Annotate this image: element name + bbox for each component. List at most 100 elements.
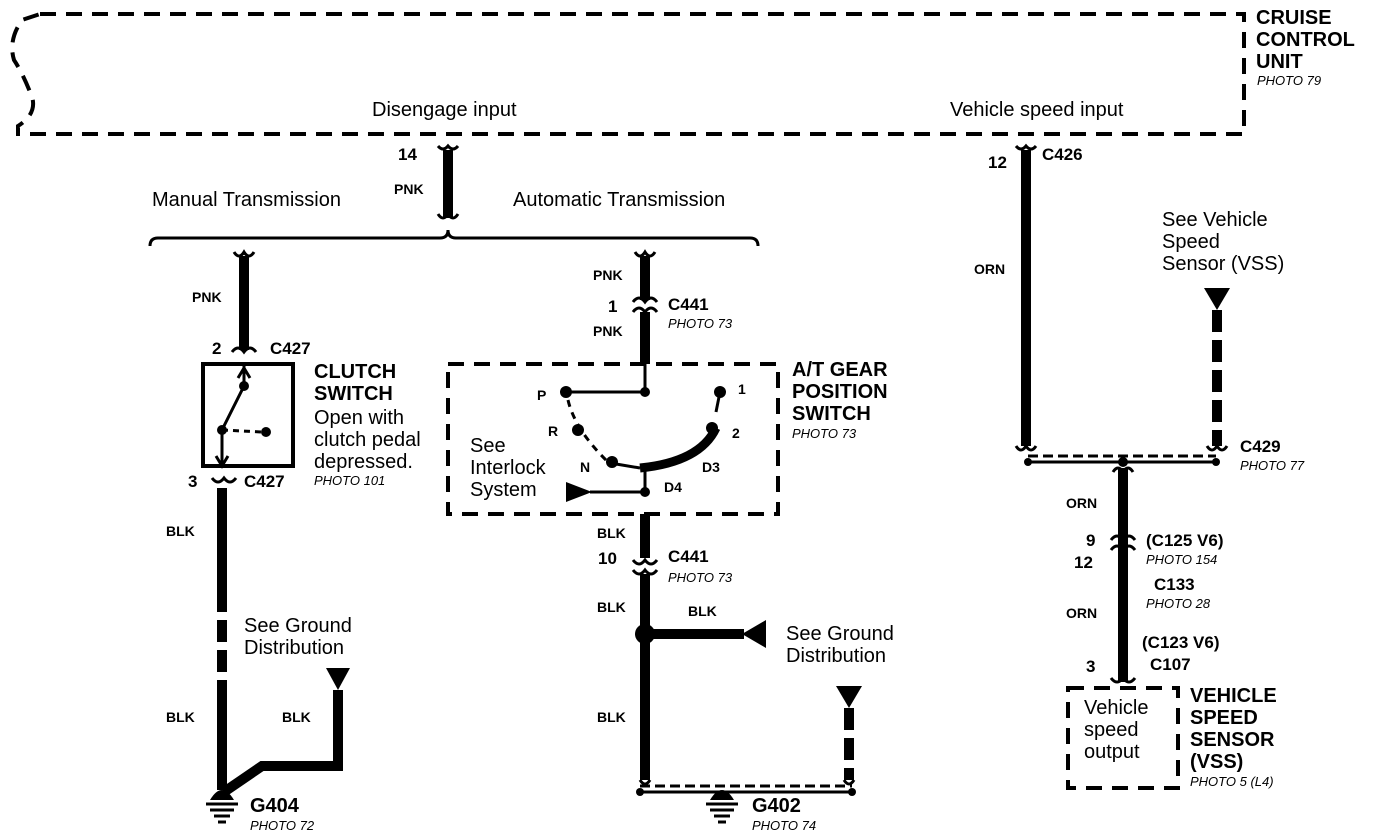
clutch-switch-desc-1: Open with [314,407,404,429]
cruise-unit-photo: PHOTO 79 [1257,73,1321,88]
c107-label: C107 [1150,655,1191,674]
c133-photo: PHOTO 28 [1146,596,1211,611]
vss-box-2: speed [1084,719,1139,741]
g404-ground-icon [206,790,238,824]
cruise-unit-name-1: CRUISE [1256,7,1332,29]
disengage-input-label: Disengage input [372,99,517,121]
c441-top-connector-2 [631,306,659,315]
auto-wire-pnk-2: PNK [593,323,623,339]
vss-box-3: output [1084,741,1140,763]
see-vss-2: Speed [1162,231,1220,253]
at-pos-p: P [537,387,546,403]
c426-label: C426 [1042,145,1083,164]
c125-pin: 9 [1086,531,1095,550]
clutch-switch-name-2: SWITCH [314,383,393,405]
g402-ground-icon [706,790,738,824]
c441-top-label: C441 [668,295,709,314]
clutch-switch-contact [220,364,246,466]
clutch-switch-desc-3: depressed. [314,451,413,473]
clutch-switch-photo: PHOTO 101 [314,473,385,488]
c441-bottom-pin: 10 [598,549,617,568]
vss-name-4: (VSS) [1190,751,1243,773]
auto-wire-blk-2: BLK [597,599,626,615]
c427-bottom-connector [210,475,238,484]
transmission-brace [148,229,760,247]
c427-bottom-label: C427 [244,472,285,491]
c427-top-label: C427 [270,339,311,358]
vss-box-1: Vehicle [1084,697,1149,719]
c125-photo: PHOTO 154 [1146,552,1217,567]
manual-ground-branch-wire [221,690,343,797]
c441-top-photo: PHOTO 73 [668,316,733,331]
clutch-switch-desc-2: clutch pedal [314,429,421,451]
at-switch-name-1: A/T GEAR [792,359,888,381]
manual-wire-pnk: PNK [192,289,222,305]
interlock-label-1: See [470,435,506,457]
see-vss-1: See Vehicle [1162,209,1268,231]
auto-wire-blk-branch: BLK [688,603,717,619]
auto-ground-branch-arrow [742,620,766,648]
see-vss-3: Sensor (VSS) [1162,253,1284,275]
c427-top-pin: 2 [212,339,221,358]
c426-pin: 12 [988,153,1007,172]
c426-connector [1014,143,1038,151]
at-pos-2: 2 [732,425,740,441]
trunk-splice-connector [436,211,460,220]
c133-pin: 12 [1074,553,1093,572]
speed-wire-orn-2: ORN [1066,495,1097,511]
manual-wire-blk-1: BLK [166,523,195,539]
vss-box [1066,686,1180,790]
at-switch-contact-arc [639,425,721,473]
vss-name-1: VEHICLE [1190,685,1277,707]
speed-wire-orn-1: ORN [974,261,1005,277]
manual-top-connector [232,249,256,258]
manual-transmission-label: Manual Transmission [152,189,341,211]
speed-input-label: Vehicle speed input [950,99,1124,121]
auto-ground-dist-arrow [836,686,862,708]
c441-bottom-connector-2 [631,567,659,576]
c429-label: C429 [1240,437,1281,456]
c-pin14-connector [436,143,460,151]
auto-top-connector [633,249,657,258]
interlock-arrow [566,482,592,502]
at-pos-r: R [548,423,558,439]
c427-bottom-pin: 3 [188,472,197,491]
c441-bottom-label: C441 [668,547,709,566]
c107-pin: 3 [1086,657,1095,676]
g402-photo: PHOTO 74 [752,818,816,833]
c441-top-pin: 1 [608,297,617,316]
auto-wire-blk-1: BLK [597,525,626,541]
c427-top-connector [230,346,258,355]
interlock-label-2: Interlock [470,457,547,479]
manual-ground-branch-blk: BLK [282,709,311,725]
c441-top-connector [631,296,659,305]
c133-label: C133 [1154,575,1195,594]
auto-see-ground-2: Distribution [786,645,886,667]
clutch-switch-name-1: CLUTCH [314,361,396,383]
g402-label: G402 [752,795,801,817]
vss-name-3: SENSOR [1190,729,1275,751]
auto-wire-pnk-1: PNK [593,267,623,283]
manual-see-ground-2: Distribution [244,637,344,659]
c441-bottom-connector [631,557,659,566]
vss-ref-arrow [1204,288,1230,310]
g404-label: G404 [250,795,300,817]
g404-photo: PHOTO 72 [250,818,315,833]
vss-name-2: SPEED [1190,707,1258,729]
at-switch-dashed-arc [566,399,610,464]
at-switch-photo: PHOTO 73 [792,426,857,441]
manual-see-ground-1: See Ground [244,615,352,637]
at-pos-n: N [580,459,590,475]
at-switch-name-2: POSITION [792,381,888,403]
at-pos-1: 1 [738,381,746,397]
speed-wire-orn-3: ORN [1066,605,1097,621]
c429-photo: PHOTO 77 [1240,458,1305,473]
cruise-unit-name-2: CONTROL [1256,29,1355,51]
at-switch-box [446,362,780,516]
automatic-transmission-label: Automatic Transmission [513,189,725,211]
at-pos-d4: D4 [664,479,682,495]
trunk-wire-pnk: PNK [394,181,424,197]
clutch-switch-dashed [221,428,263,434]
auto-see-ground-1: See Ground [786,623,894,645]
